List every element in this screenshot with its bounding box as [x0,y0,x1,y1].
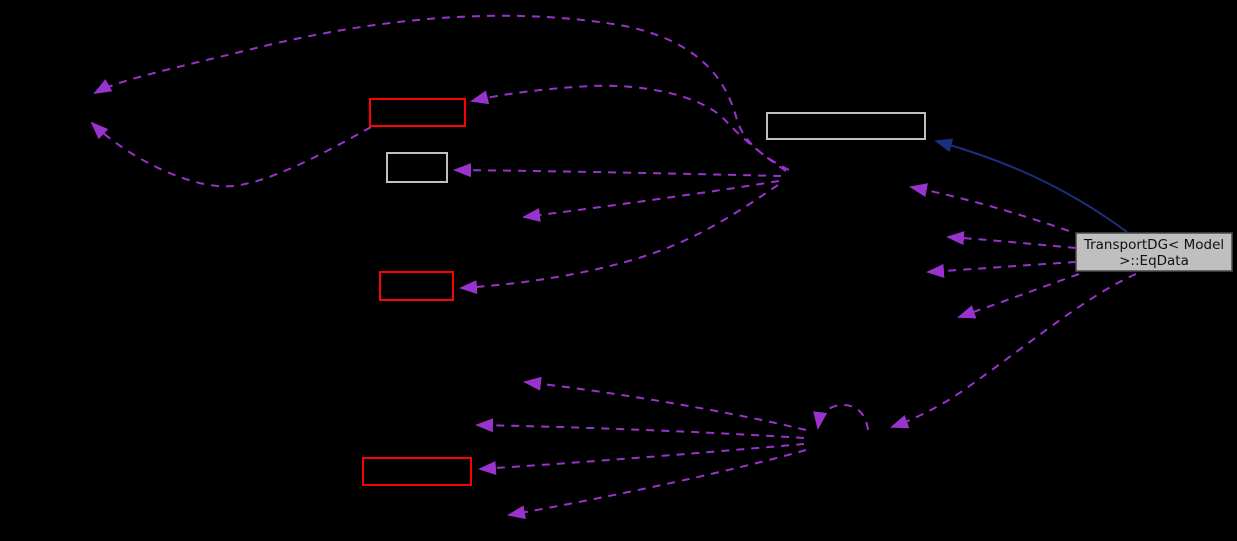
edge-eqdata-to-hidden-node-4 [957,273,1080,319]
edge-eqdata-to-hub-a [909,183,1084,237]
node-box-red-top[interactable] [369,98,466,127]
main-node-box [1075,232,1233,272]
edge-hub-b-self-loop [813,403,869,431]
edge-hub-b-to-hidden-node-7 [507,449,807,520]
edge-hub-b-to-red-bottom [478,443,805,475]
edge-hub-a-to-red-middle [459,184,779,295]
edge-hub-b-to-hidden-node-5 [523,376,807,431]
main-node-label-line2: >::EqData [1119,253,1189,269]
edge-eqdata-inherits-gray-wide [934,138,1128,233]
edge-eqdata-to-hidden-node-2 [946,231,1077,249]
edge-hub-a-to-red-top [470,84,787,172]
edge-hub-a-to-far-left-node [93,14,790,171]
edges-layer [90,14,1137,520]
edge-eqdata-to-hub-b [890,273,1137,429]
main-node-label-line1: TransportDG< Model [1083,237,1224,253]
node-box-gray-small[interactable] [386,152,448,183]
edge-hub-b-to-hidden-node-6 [475,418,805,439]
main-node-transportdg-eqdata: TransportDG< Model >::EqData [1075,232,1233,272]
edge-hub-a-to-gray-small [453,163,782,178]
edge-eqdata-to-hidden-node-3 [926,261,1077,278]
node-boxes-layer [362,98,926,486]
node-box-gray-wide[interactable] [766,112,926,140]
node-box-red-middle[interactable] [379,271,454,301]
node-box-red-bottom[interactable] [362,457,472,486]
edge-red-top-to-far-left-node [90,121,372,188]
edge-hub-a-to-hidden-node-1 [522,180,780,222]
